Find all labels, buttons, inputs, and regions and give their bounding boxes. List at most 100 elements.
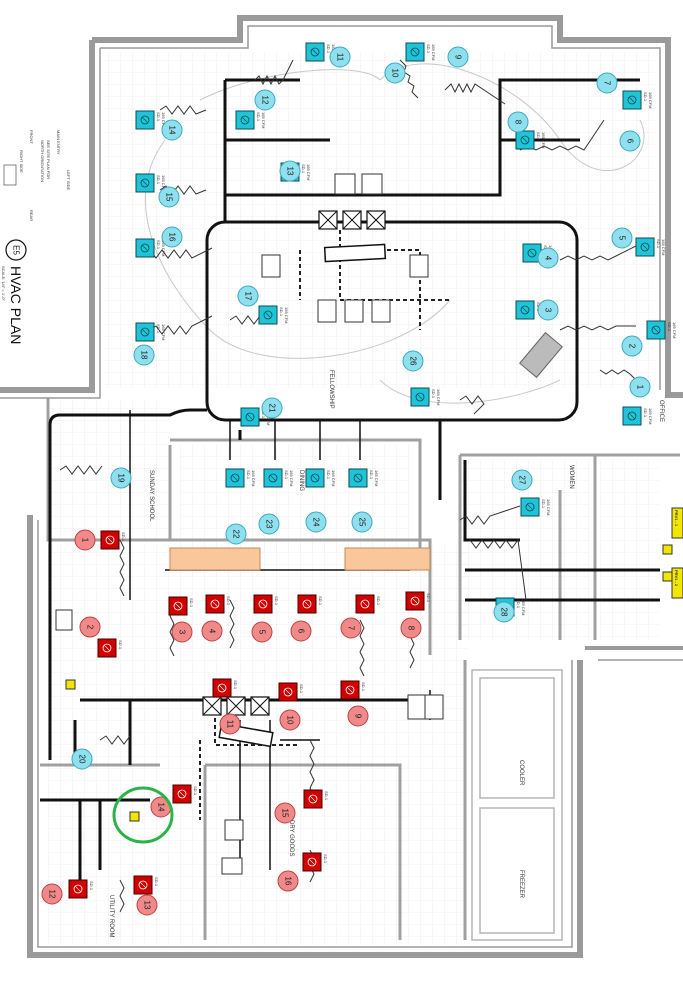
red-diffuser [340,680,360,700]
tag-circle [279,709,301,731]
diffuser-cfm-label: 165 CFM [374,470,379,486]
diffuser-cfm-label: 165 CFM [331,470,336,486]
tag-number: 28 [500,608,509,617]
tag-number: 4 [208,629,217,634]
diffuser-unit-label: SD-1 [431,389,436,399]
blue-diffuser [135,173,155,193]
tag-number: 6 [297,629,306,634]
diffuser-cfm-label: 165 CFM [251,470,256,486]
duct-runs [40,78,660,880]
tag-circle [74,529,96,551]
tag-circle [79,616,101,638]
tag-number: 8 [407,626,416,631]
tag-number: 7 [603,81,612,86]
dining-grid [180,445,410,550]
diffuser-unit-label: SD-1 [656,239,661,249]
tag-circle [133,344,155,366]
room-label-freezer: FREEZER [518,870,524,899]
tag-number: 5 [258,630,267,635]
diffuser-cfm-label: 165 CFM [648,92,653,108]
tag-number: 1 [81,538,90,543]
diffuser-unit-label: SD-1 [326,470,331,480]
diffuser-unit-label: SD-1 [324,791,329,801]
tag-number: 14 [157,803,166,812]
tag-circle [619,130,641,152]
tag-number: 9 [454,55,463,60]
diffuser-unit-label: SD-1 [246,470,251,480]
blue-diffuser [405,42,425,62]
diffuser-cfm-label: 165 CFM [546,499,551,515]
tag-number: 14 [168,126,177,135]
diffuser-unit-label: SD-1 [516,599,521,609]
tag-number: 11 [226,720,235,729]
page-title: HVAC PLAN [8,266,24,344]
diffuser-cfm-label: 165 CFM [436,389,441,405]
tag-circle [305,511,327,533]
note-rear: REAR [29,210,34,221]
note-right-side: RIGHT SIDE [19,150,24,173]
prv-label-2: PRV1 - 2 [674,570,679,587]
diffuser-unit-label: SD-1 [156,240,161,250]
tag-circle [225,523,247,545]
diffuser-unit-label: SD-1 [154,877,159,887]
diffuser-unit-label: SD-1 [326,44,331,54]
north-marker [3,164,17,186]
tag-circle [277,870,299,892]
diffuser-unit-label: SD-1 [156,175,161,185]
red-diffuser [133,875,153,895]
prv-label-1: PRV1 - 1 [674,510,679,527]
diffuser-cfm-label: 165 CFM [541,132,546,148]
tag-number: 26 [409,357,418,366]
tag-circle [347,705,369,727]
title-scale: SCALE: 1/4" = 1'-0" [1,266,6,301]
tag-number: 25 [358,518,367,527]
tag-circle [629,376,651,398]
diffuser-cfm-label: 165 CFM [661,239,666,255]
diffuser-unit-label: SD-1 [643,408,648,418]
tag-circle [290,620,312,642]
tag-circle [161,226,183,248]
tag-circle [596,72,618,94]
interior-walls [40,398,680,940]
tag-number: 17 [244,292,253,301]
diffuser-cfm-label: 165 CFM [306,164,311,180]
blue-diffuser [646,320,666,340]
tag-circle [340,617,362,639]
red-diffuser [172,784,192,804]
note-main-entry: MAIN ENTRY [56,130,61,155]
title-code-circle [5,239,27,261]
red-diffuser [212,678,232,698]
building-walls [0,15,683,958]
air-handlers [55,173,563,875]
diffuser-unit-label: SD-1 [369,470,374,480]
tag-number: 3 [544,308,553,313]
blue-diffuser [410,387,430,407]
tag-number: 19 [117,474,126,483]
tag-circle [219,713,241,735]
diffuser-unit-label: SD-1 [301,164,306,174]
tag-circle [254,89,276,111]
room-label-office: OFFICE [658,400,664,422]
tag-number: 16 [284,877,293,886]
red-diffuser [302,852,322,872]
blue-diffuser [135,322,155,342]
red-diffuser [253,594,273,614]
tag-number: 15 [165,193,174,202]
room-label-dry-goods: DRY GOODS [288,820,294,856]
blue-diffuser [235,110,255,130]
tag-number: 12 [48,890,57,899]
tag-circle [329,46,351,68]
tag-circle [237,285,259,307]
tag-circle [171,621,193,643]
blue-diffuser [635,237,655,257]
tag-circle [351,511,373,533]
tag-circle [158,186,180,208]
note-see-site: SEE SITE PLAN FOR [46,140,51,179]
tag-number: 23 [265,520,274,529]
tag-circle [402,350,424,372]
tag-number: 10 [286,716,295,725]
tag-number: 13 [286,167,295,176]
tag-number: 5 [618,236,627,241]
diffuser-unit-label: SD-1 [323,854,328,864]
tag-number: 1 [636,385,645,390]
